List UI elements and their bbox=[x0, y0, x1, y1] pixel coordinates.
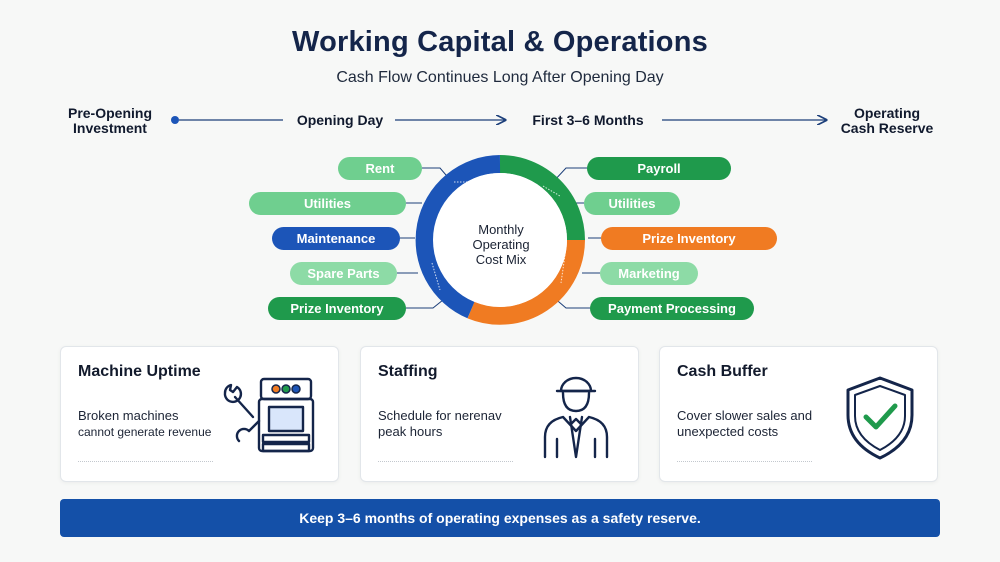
cost-pill-prize-inventory-right: Prize Inventory bbox=[601, 227, 777, 250]
timeline-step-first-months: First 3–6 Months bbox=[532, 112, 644, 128]
card-cash-buffer-line2: unexpected costs bbox=[677, 424, 779, 439]
timeline-step-cash-reserve: Operating Cash Reserve bbox=[830, 106, 944, 136]
cost-pill-payroll: Payroll bbox=[587, 157, 731, 180]
donut-center bbox=[433, 173, 567, 307]
arcade-machine-wrench-icon bbox=[223, 377, 315, 453]
card-staffing: Staffing Schedule for nerenav peak hours bbox=[360, 346, 639, 482]
card-divider bbox=[78, 461, 213, 462]
page-subtitle: Cash Flow Continues Long After Opening D… bbox=[336, 69, 664, 86]
card-cash-buffer-text: Cover slower sales and unexpected costs bbox=[677, 408, 837, 440]
cost-pill-marketing: Marketing bbox=[600, 262, 698, 285]
cost-pill-rent: Rent bbox=[338, 157, 422, 180]
timeline-step-cash-reserve-line1: Operating bbox=[853, 105, 921, 121]
donut-segment-orange bbox=[467, 239, 585, 325]
card-cash-buffer-title: Cash Buffer bbox=[677, 363, 768, 380]
card-staffing-text: Schedule for nerenav peak hours bbox=[378, 408, 528, 440]
timeline-step-pre-opening: Pre-Opening Investment bbox=[55, 106, 165, 136]
card-divider bbox=[677, 461, 812, 462]
card-machine-uptime-line1: Broken machines bbox=[78, 408, 179, 423]
card-staffing-line1: Schedule for nerenav bbox=[378, 408, 502, 423]
timeline-step-opening-day: Opening Day bbox=[296, 112, 384, 128]
card-cash-buffer: Cash Buffer Cover slower sales and unexp… bbox=[659, 346, 938, 482]
cost-pill-maintenance: Maintenance bbox=[272, 227, 400, 250]
donut-segment-blue bbox=[415, 155, 501, 319]
donut-segment-green bbox=[499, 155, 585, 241]
card-machine-uptime: Machine Uptime Broken machines cannot ge… bbox=[60, 346, 339, 482]
safety-reserve-banner: Keep 3–6 months of operating expenses as… bbox=[60, 499, 940, 537]
donut-center-label: Monthly Operating Cost Mix bbox=[445, 222, 557, 267]
cost-pill-prize-inventory-left: Prize Inventory bbox=[268, 297, 406, 320]
card-machine-uptime-title: Machine Uptime bbox=[78, 363, 201, 380]
timeline-arrows bbox=[171, 0, 1000, 160]
card-staffing-title: Staffing bbox=[378, 363, 438, 380]
timeline-start-dot bbox=[171, 116, 179, 124]
timeline-step-pre-opening-line1: Pre-Opening bbox=[67, 105, 152, 121]
card-cash-buffer-line1: Cover slower sales and bbox=[677, 408, 813, 423]
card-divider bbox=[378, 461, 513, 462]
cost-pill-utilities-right: Utilities bbox=[584, 192, 680, 215]
donut-center-line1: Monthly bbox=[478, 222, 524, 237]
card-machine-uptime-line2: cannot generate revenue bbox=[78, 425, 212, 439]
cost-pill-payment-processing: Payment Processing bbox=[590, 297, 754, 320]
cost-pill-spare-parts: Spare Parts bbox=[290, 262, 397, 285]
cost-pill-utilities-left: Utilities bbox=[249, 192, 406, 215]
cost-mix-donut bbox=[397, 155, 601, 325]
page-title: Working Capital & Operations bbox=[292, 26, 708, 58]
staff-worker-icon bbox=[543, 376, 609, 459]
card-machine-uptime-text: Broken machines cannot generate revenue bbox=[78, 408, 228, 440]
donut-center-line2: Operating bbox=[472, 237, 530, 252]
shield-check-icon bbox=[846, 376, 914, 460]
timeline-step-cash-reserve-line2: Cash Reserve bbox=[840, 120, 934, 136]
timeline-step-pre-opening-line2: Investment bbox=[73, 120, 147, 136]
card-staffing-line2: peak hours bbox=[378, 424, 443, 439]
donut-center-line3: Cost Mix bbox=[475, 252, 527, 267]
